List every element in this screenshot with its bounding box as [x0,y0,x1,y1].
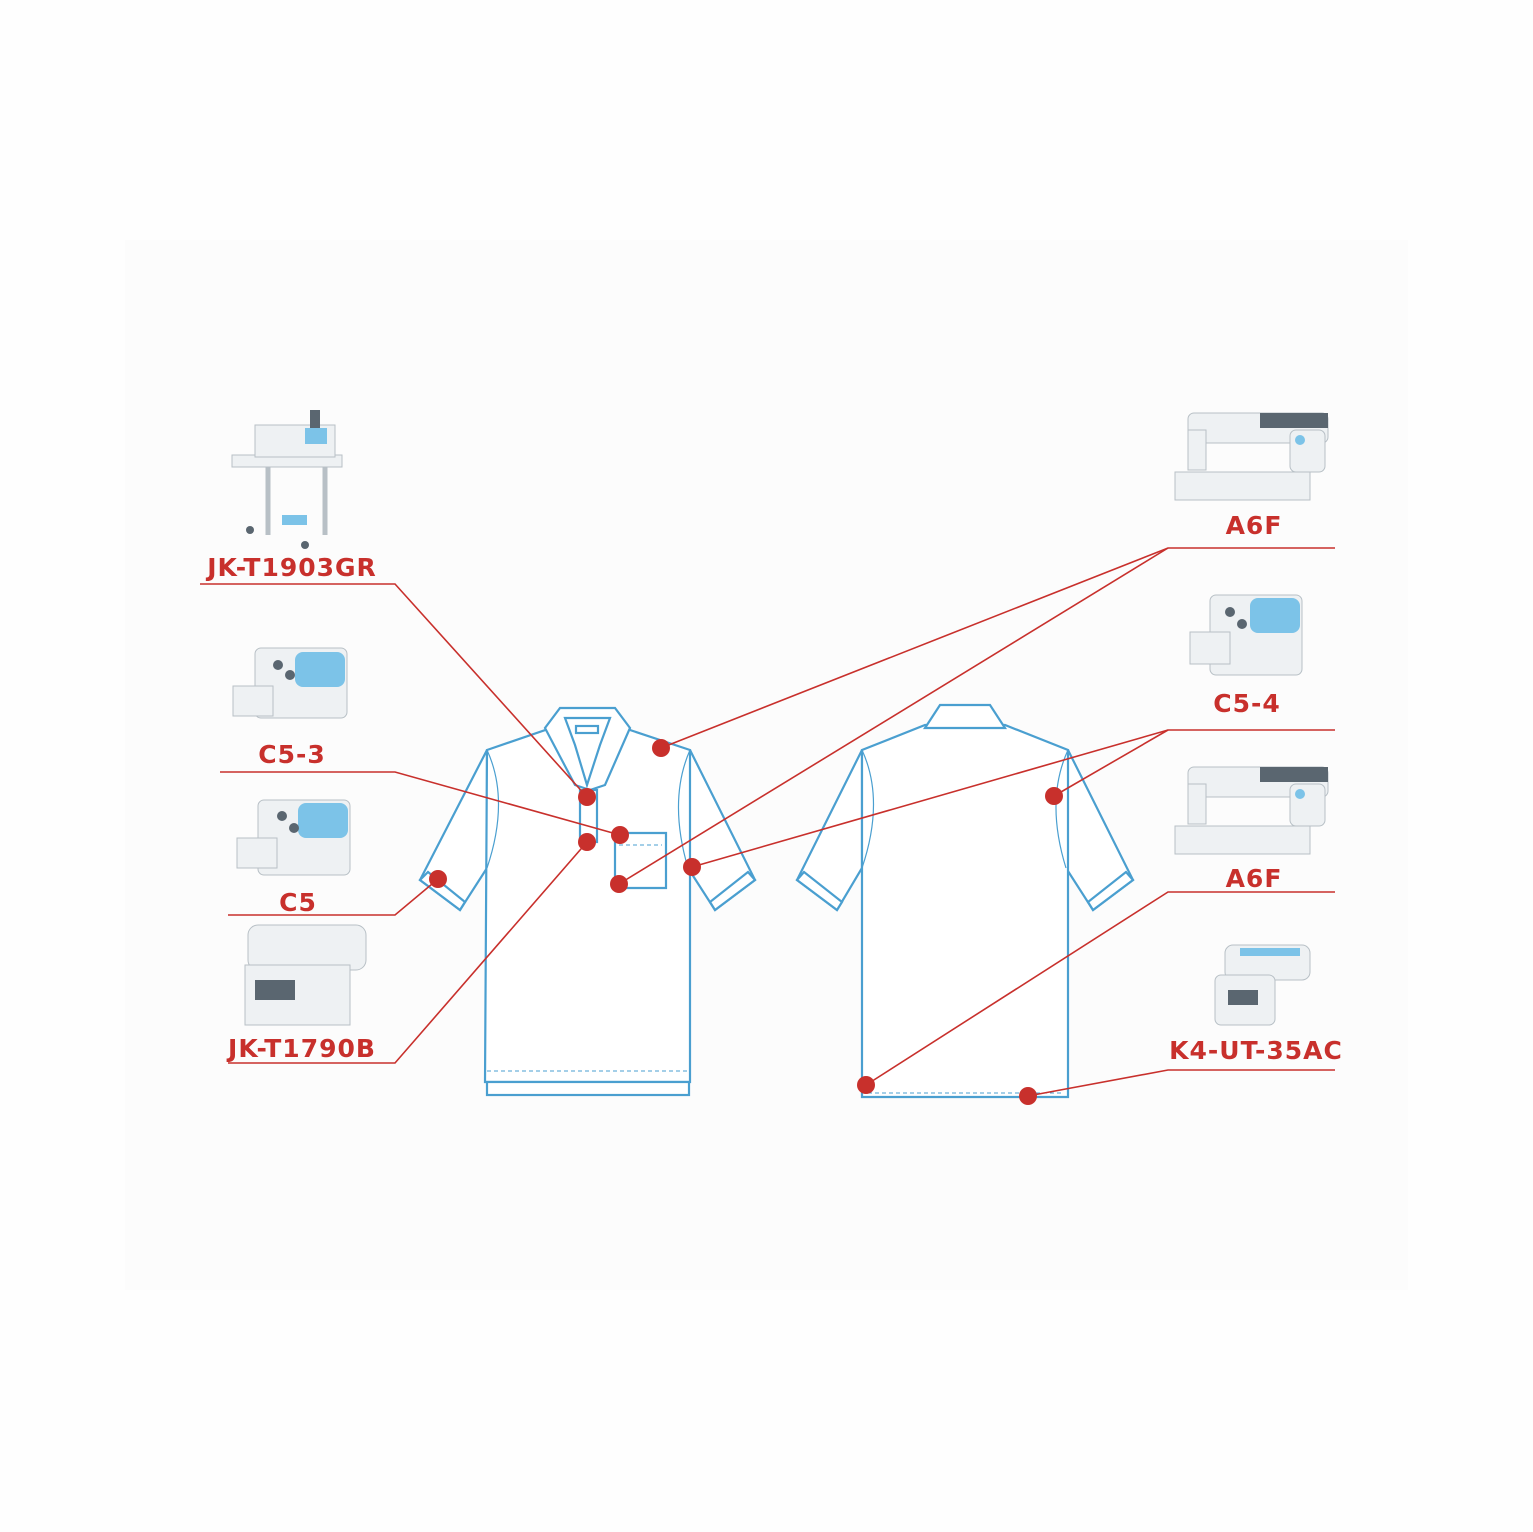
label-a6f-top: A6F [1226,511,1283,540]
leader-lines [200,547,1335,1097]
label-jk-t1903gr: JK-T1903GR [205,553,377,582]
machine-k4-ut-35ac-image [1214,944,1311,1026]
label-c5-3: C5-3 [258,740,326,769]
label-jk-t1790b: JK-T1790B [226,1034,376,1063]
machine-a6f-top-image [1174,412,1329,501]
shirt-front [418,706,757,1097]
label-c5: C5 [279,888,317,917]
stitch-point-back-side-seam [857,1076,875,1094]
stitch-point-back-armhole [1045,787,1063,805]
stitch-point-left-cuff [429,870,447,888]
shirt-back [795,703,1135,1099]
back-collar [922,703,1008,730]
stitch-points [429,739,1063,1105]
machine-c5-3-image [232,647,348,719]
stitch-point-pocket-top [611,826,629,844]
machine-c5-image [236,799,351,876]
machine-c5-4-image [1189,594,1303,676]
label-k4-ut-35ac: K4-UT-35AC [1169,1036,1343,1065]
chest-pocket [613,831,668,890]
stitch-point-back-hem [1019,1087,1037,1105]
stitch-point-shoulder [652,739,670,757]
machine-jk-t1903gr-image [231,410,343,549]
label-c5-4: C5-4 [1213,689,1281,718]
stitch-point-placket-top [578,788,596,806]
stitch-point-right-sleeve [683,858,701,876]
back-body [860,723,1070,1099]
stitch-point-pocket-bottom [610,875,628,893]
label-a6f-second: A6F [1226,864,1283,893]
machine-a6f-second-image [1174,766,1329,855]
stitch-point-placket-bottom [578,833,596,851]
machine-jk-t1790b-image [244,924,367,1026]
